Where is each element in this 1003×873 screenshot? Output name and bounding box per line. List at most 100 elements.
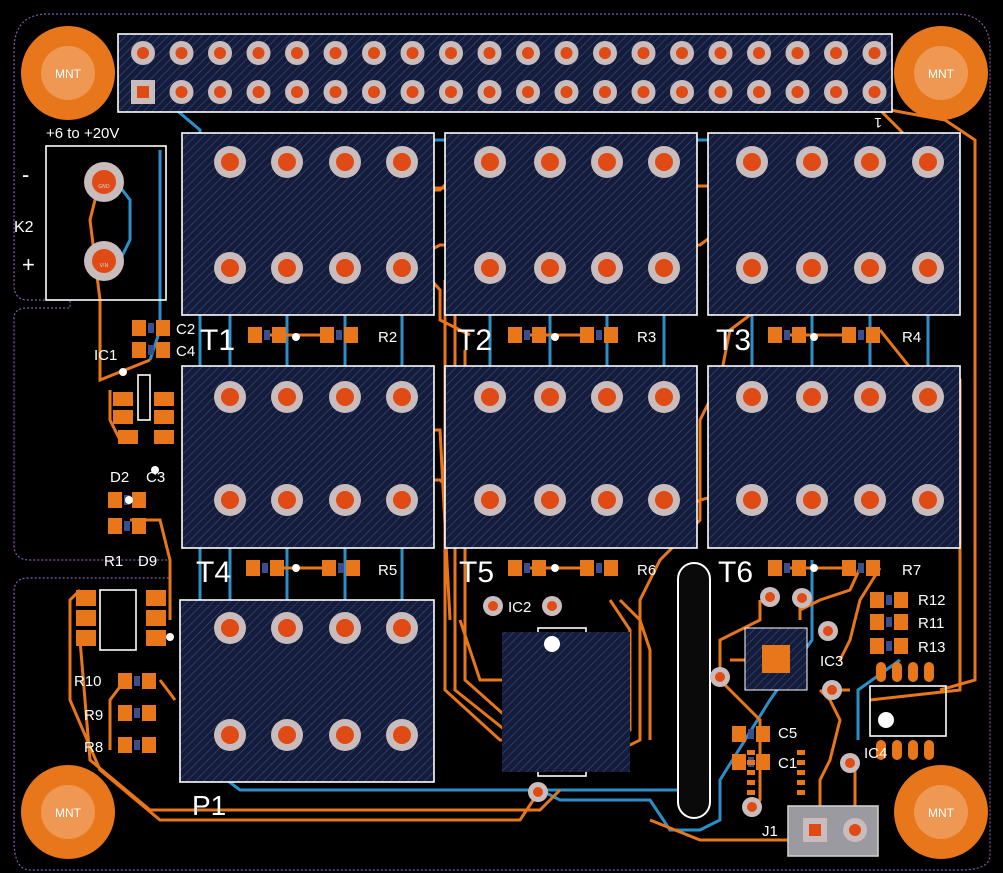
k2-connector: GND VIN — [84, 162, 124, 281]
silk-dot — [151, 466, 159, 474]
board-outline — [13, 13, 991, 871]
transistor-pad-core — [393, 388, 411, 406]
smd-pad — [108, 518, 122, 534]
j1-connector — [803, 818, 867, 842]
transistor-pad-core — [655, 259, 673, 277]
r9-label: R9 — [84, 707, 103, 724]
transistor-pad-core — [481, 491, 499, 509]
ic3-pin — [747, 760, 755, 765]
header-pad-core — [791, 86, 804, 98]
transistor-pad-core — [481, 259, 499, 277]
smd-pad — [248, 327, 262, 343]
mount-label: MNT — [55, 806, 82, 820]
mount-label: MNT — [928, 67, 955, 81]
ic3-pin — [797, 790, 805, 795]
smd-pad — [156, 342, 170, 358]
gpio-header-pads — [131, 41, 887, 104]
mount-hole-bottom-left: MNT — [21, 765, 115, 859]
transistor-pad-core — [743, 153, 761, 171]
smd-pad — [792, 327, 806, 343]
via-core — [715, 672, 725, 682]
transistor-pad-core — [861, 491, 879, 509]
smd-pad — [756, 754, 770, 770]
ic1-pad — [113, 392, 133, 406]
header-pad-core — [676, 86, 688, 98]
header-pad-core — [483, 47, 496, 59]
transistor-pad-core — [598, 259, 616, 277]
smd-pad-body — [124, 521, 130, 531]
smd-pad — [532, 327, 546, 343]
smd-pad-body — [134, 676, 140, 686]
ic3-pin — [747, 780, 755, 785]
smd-pad — [320, 327, 334, 343]
ic4-pin — [876, 662, 886, 682]
transistor-pad-core — [919, 388, 937, 406]
transistor-pad-core — [655, 491, 673, 509]
j1-label: J1 — [762, 823, 778, 840]
silk-dot — [292, 564, 300, 572]
transistor-pad-core — [655, 388, 673, 406]
header-pad-core — [522, 86, 534, 98]
header-pad-core — [214, 47, 226, 59]
transistor-pad-core — [743, 388, 761, 406]
ic2-package — [502, 632, 630, 772]
t5-label: T5 — [459, 556, 494, 589]
header-pad-core — [368, 47, 380, 59]
ic3-pin — [797, 760, 805, 765]
header-pad-core — [868, 86, 881, 98]
header-pad-core — [637, 86, 650, 98]
ic3-pin — [797, 780, 805, 785]
ic4-pin — [924, 740, 934, 760]
ic-pad — [146, 610, 166, 626]
header-pad-core — [753, 47, 765, 59]
smd-pad — [842, 327, 856, 343]
smd-pad — [768, 327, 782, 343]
header-pad-core — [830, 86, 842, 98]
smd-pad-body — [134, 708, 140, 718]
k2-pin2-label: VIN — [100, 263, 109, 269]
transistor-pad-core — [278, 619, 296, 637]
smd-pad — [894, 638, 908, 654]
ic4-pin — [924, 662, 934, 682]
transistor-pad-core — [221, 619, 239, 637]
smd-pad-body — [336, 330, 342, 340]
header-pad-core — [406, 47, 419, 59]
r7-label: R7 — [902, 562, 921, 579]
k2-ref-label: K2 — [14, 219, 34, 236]
ic3-pin — [797, 750, 805, 755]
r3-label: R3 — [637, 329, 656, 346]
transistor-pad-core — [393, 259, 411, 277]
smd-pad — [894, 614, 908, 630]
silkscreen-labels: +6 to +20V - K2 + T1 T2 T3 T4 T5 T6 P1 C… — [14, 125, 946, 840]
header-pad-core — [406, 86, 419, 98]
r1-label: R1 — [104, 553, 123, 570]
transistor-pad-core — [743, 259, 761, 277]
ic3-pin — [747, 790, 755, 795]
r12-label: R12 — [918, 592, 946, 609]
transistor-pad-core — [541, 388, 559, 406]
p1-label: P1 — [192, 790, 226, 821]
pin1-marker-text: 1 — [874, 115, 882, 131]
c1-label: C1 — [778, 755, 797, 772]
ic1-label: IC1 — [94, 347, 117, 364]
smd-pad-body — [784, 330, 790, 340]
smd-pad — [866, 560, 880, 576]
smd-pad — [532, 560, 546, 576]
via-core — [797, 593, 807, 603]
ic-pad — [146, 630, 166, 646]
transistor-pad-core — [336, 388, 354, 406]
smd-pad-body — [596, 330, 602, 340]
header-pin1-marker: 1 — [874, 115, 882, 131]
smd-pad — [118, 737, 132, 753]
header-pad-core — [714, 86, 727, 98]
r4-label: R4 — [902, 329, 921, 346]
r11-label: R11 — [918, 615, 944, 632]
transistor-pad-core — [221, 259, 239, 277]
silk-dot — [119, 368, 127, 376]
smd-pad — [108, 492, 122, 508]
header-pad-core — [676, 47, 688, 59]
header-pad-core — [445, 47, 457, 59]
smd-pad-body — [148, 323, 154, 333]
ic1-pad — [118, 430, 138, 444]
